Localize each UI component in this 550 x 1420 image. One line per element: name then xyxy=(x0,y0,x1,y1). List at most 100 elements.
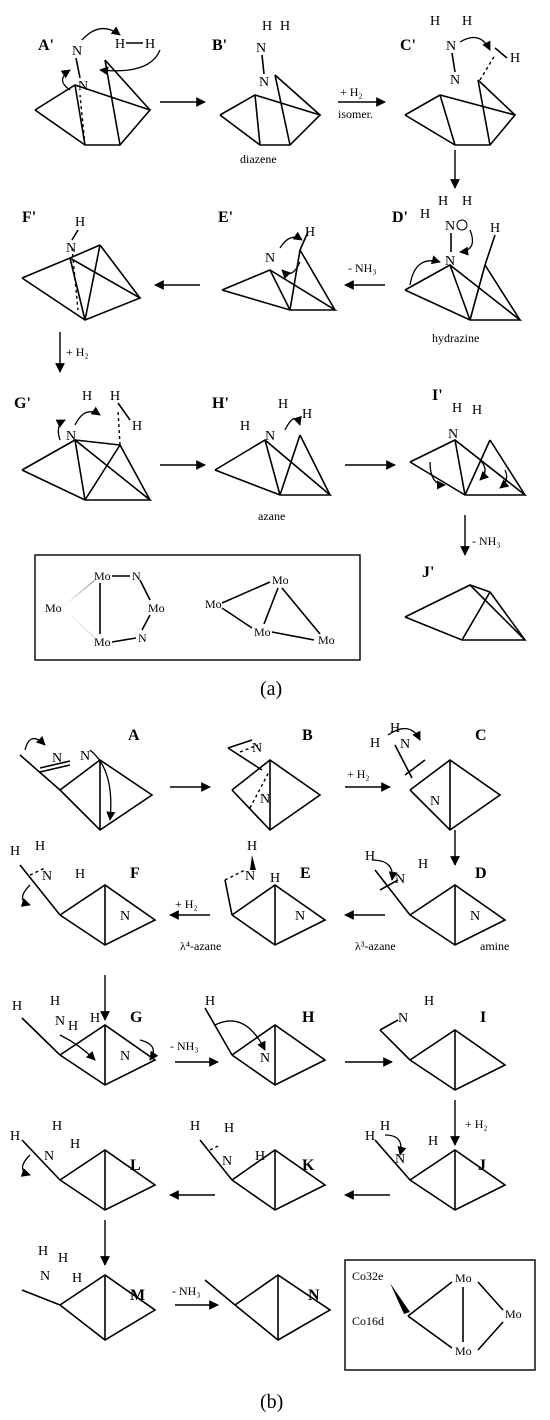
legend-mo-2: Mo xyxy=(45,601,62,615)
arrow-label-minus-nh3: - NH₃ xyxy=(348,261,377,275)
species-a-prime: A' N N H H xyxy=(34,26,161,146)
label-a: A xyxy=(128,727,140,744)
species-l: L N H H H xyxy=(10,1119,157,1211)
species-e-prime: E' N H xyxy=(218,209,338,311)
species-d-prime: D' N N H H H H hydrazine xyxy=(392,194,523,345)
arrow-label-isomer: isomer. xyxy=(338,107,373,121)
species-j: J N H H H xyxy=(365,1119,507,1211)
legend-mo-4: Mo xyxy=(94,635,111,649)
atom-h1: H xyxy=(82,389,92,404)
atom-n: N xyxy=(44,1149,54,1164)
atom-n: N xyxy=(222,1154,232,1169)
atom-h2: H xyxy=(58,1251,68,1266)
legend-mo-5: Mo xyxy=(272,573,289,587)
atom-h3: H xyxy=(132,419,142,434)
atom-n-bottom: N xyxy=(445,254,455,269)
label-b-prime: B' xyxy=(212,37,227,54)
atom-h1: H xyxy=(452,401,462,416)
panel-a-label: (a) xyxy=(260,678,282,700)
atom-n-bottom: N xyxy=(259,75,269,90)
atom-h3: H xyxy=(302,407,312,422)
arrow-label-h2-b2: + H₂ xyxy=(175,897,198,911)
atom-h: H xyxy=(305,225,315,240)
atom-h1: H xyxy=(365,849,375,864)
atom-h3: H xyxy=(255,1149,265,1164)
arrow-label-h2-2: + H₂ xyxy=(66,345,89,359)
atom-h1: H xyxy=(240,419,250,434)
legend-mo-3: Mo xyxy=(148,601,165,615)
atom-n: N xyxy=(66,241,76,256)
panel-b: A N N B N N + H₂ C xyxy=(10,721,536,1413)
caption-lambda4: λ⁴-azane xyxy=(180,939,221,953)
atom-n2: N xyxy=(430,794,440,809)
label-i-prime: I' xyxy=(432,387,443,404)
atom-h2: H xyxy=(418,857,428,872)
label-d: D xyxy=(475,865,487,882)
caption-lambda3: λ³-azane xyxy=(355,939,396,953)
atom-n1: N xyxy=(42,869,52,884)
atom-n: N xyxy=(66,429,76,444)
legend-mo-b3: Mo xyxy=(455,1344,472,1358)
species-k: K N H H H xyxy=(190,1119,327,1211)
atom-n1: N xyxy=(395,872,405,887)
atom-h2: H xyxy=(390,721,400,736)
caption-amine: amine xyxy=(480,939,509,953)
species-i-prime: I' N H H xyxy=(409,387,528,496)
atom-h3: H xyxy=(70,1137,80,1152)
species-g: G N N H H H H xyxy=(12,994,159,1086)
atom-h2: H xyxy=(278,397,288,412)
label-c-prime: C' xyxy=(400,37,416,54)
atom-n1: N xyxy=(52,751,62,766)
atom-n2: N xyxy=(80,749,90,764)
species-b: B N N xyxy=(227,727,322,832)
label-c: C xyxy=(475,727,487,744)
species-j-prime: J' xyxy=(404,564,527,641)
atom-n1: N xyxy=(400,737,410,752)
species-a: A N N xyxy=(19,727,154,832)
legend-co32e: Co32e xyxy=(352,1269,383,1283)
atom-h3: H xyxy=(428,1134,438,1149)
atom-h3: H xyxy=(72,1271,82,1286)
atom-h1: H xyxy=(38,1244,48,1259)
label-d-prime: D' xyxy=(392,209,408,226)
legend-box-b: Co32e Co16d Mo Mo Mo xyxy=(344,1259,536,1371)
legend-n-1: N xyxy=(132,569,141,583)
species-f-prime: F' N H xyxy=(21,209,142,321)
atom-h1: H xyxy=(10,1129,20,1144)
arrow-label-h2: + H₂ xyxy=(340,85,363,99)
atom-h1: H xyxy=(430,14,440,29)
label-a-prime: A' xyxy=(38,37,54,54)
atom-n-top: N xyxy=(445,219,455,234)
atom-n2: N xyxy=(120,909,130,924)
arrow-label-minus-nh3-b1: - NH₃ xyxy=(170,1039,199,1053)
atom-n: N xyxy=(398,1011,408,1026)
panel-b-label: (b) xyxy=(260,1391,283,1413)
label-g-prime: G' xyxy=(14,395,31,412)
atom-n: N xyxy=(265,429,275,444)
arrow-label-minus-nh3-2: - NH₃ xyxy=(472,534,501,548)
atom-h1: H xyxy=(247,839,257,854)
atom-n: N xyxy=(260,1051,270,1066)
atom-h2: H xyxy=(224,1121,234,1136)
label-n: N xyxy=(308,1287,320,1304)
species-d: D N N H H amine xyxy=(365,849,509,953)
caption-hydrazine: hydrazine xyxy=(432,331,479,345)
label-h-prime: H' xyxy=(212,395,229,412)
atom-n1: N xyxy=(245,869,255,884)
atom-n2: N xyxy=(470,909,480,924)
atom-h2: H xyxy=(270,871,280,886)
legend-mo-b2: Mo xyxy=(505,1307,522,1321)
arrow-label-h2-b1: + H₂ xyxy=(347,767,370,781)
arrow-label-h2-b3: + H₂ xyxy=(465,1117,488,1131)
atom-h1: H xyxy=(420,207,430,222)
panel-a: A' N N H H B' N N H xyxy=(14,14,528,700)
atom-h1: H xyxy=(10,844,20,859)
species-h: H H N xyxy=(204,994,327,1086)
label-k: K xyxy=(302,1157,315,1174)
atom-n: N xyxy=(40,1269,50,1284)
legend-mo-b1: Mo xyxy=(455,1271,472,1285)
atom-h1: H xyxy=(12,999,22,1014)
atom-h3: H xyxy=(462,194,472,209)
label-e-prime: E' xyxy=(218,209,233,226)
